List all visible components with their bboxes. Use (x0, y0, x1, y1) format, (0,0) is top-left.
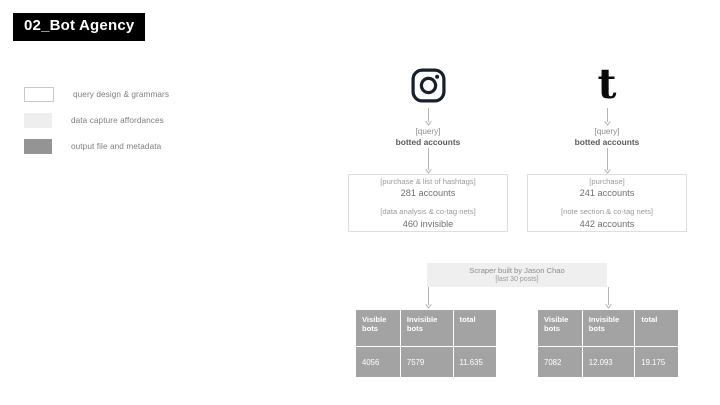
table-header-invisible-bots: Invisible bots (399, 309, 454, 347)
table-row: 4056 7579 11.635 (355, 346, 498, 378)
table-header-visible-bots: Visible bots (355, 309, 401, 347)
scraper-title: Scraper built by Jason Chao (469, 265, 565, 275)
table-header-visible-bots: Visible bots (537, 309, 583, 347)
info-tag: [purchase & list of hashtags] (380, 176, 476, 186)
bot-table-instagram: Visible bots Invisible bots total 4056 7… (355, 309, 498, 378)
tumblr-glyph: t (597, 60, 617, 108)
legend-swatch-query-design (24, 86, 54, 102)
info-value: 442 accounts (579, 218, 635, 229)
info-value: 241 accounts (579, 187, 635, 198)
table-cell-invisible-bots: 7579 (399, 346, 454, 378)
table-header-row: Visible bots Invisible bots total (355, 309, 498, 347)
scraper-band: Scraper built by Jason Chao [last 30 pos… (427, 263, 607, 287)
legend-item: query design & grammars (24, 86, 169, 102)
info-value: 281 accounts (400, 187, 456, 198)
table-header-total: total (634, 309, 679, 347)
arrow-icon (527, 108, 687, 126)
legend-swatch-data-capture (24, 112, 52, 128)
query-tag: [query] (594, 127, 620, 136)
table-cell-visible-bots: 7082 (537, 346, 583, 378)
info-line: [purchase & list of hashtags] 281 accoun… (380, 177, 475, 200)
info-box-instagram: [purchase & list of hashtags] 281 accoun… (348, 174, 508, 233)
table-cell-total: 11.635 (452, 346, 498, 378)
arrow-icon (425, 287, 432, 314)
info-tag: [data analysis & co-tag nets] (380, 207, 476, 217)
legend-item: data capture affordances (24, 112, 169, 128)
query-block: [query] botted accounts (348, 126, 508, 148)
legend-swatch-output-file (24, 138, 52, 154)
info-box-tumblr: [purchase] 241 accounts [note section & … (527, 174, 687, 233)
info-tag: [note section & co-tag nets] (560, 207, 654, 217)
arrow-icon (348, 108, 508, 126)
legend-label: output file and metadata (71, 141, 162, 151)
info-line: [note section & co-tag nets] 442 account… (561, 207, 653, 230)
query-value: botted accounts (395, 137, 461, 148)
table-cell-invisible-bots: 12.093 (581, 346, 636, 378)
legend-label: query design & grammars (73, 89, 170, 99)
table-cell-visible-bots: 4056 (355, 346, 401, 378)
query-value: botted accounts (574, 137, 640, 148)
query-tag: [query] (415, 127, 441, 136)
info-value: 460 invisible (402, 218, 454, 229)
instagram-icon (348, 62, 508, 108)
info-line: [data analysis & co-tag nets] 460 invisi… (380, 207, 475, 230)
legend-item: output file and metadata (24, 138, 169, 154)
legend: query design & grammars data capture aff… (24, 86, 169, 154)
table-header-total: total (452, 309, 498, 347)
table-row: 7082 12.093 19.175 (537, 346, 679, 378)
info-tag: [purchase] (589, 176, 625, 186)
flow-column-instagram: [query] botted accounts [purchase & list… (348, 62, 508, 233)
page-title: 02_Bot Agency (13, 13, 146, 41)
table-header-row: Visible bots Invisible bots total (537, 309, 679, 347)
table-header-invisible-bots: Invisible bots (581, 309, 636, 347)
info-line: [purchase] 241 accounts (580, 177, 635, 200)
table-cell-total: 19.175 (634, 346, 679, 378)
arrow-icon (605, 287, 612, 314)
bot-table-tumblr: Visible bots Invisible bots total 7082 1… (537, 309, 679, 378)
arrow-icon (527, 148, 687, 175)
arrow-icon (348, 148, 508, 175)
query-block: [query] botted accounts (527, 126, 687, 148)
legend-label: data capture affordances (71, 115, 164, 125)
flow-column-tumblr: t [query] botted accounts [purchase] 241… (527, 62, 687, 233)
scraper-subtitle: [last 30 posts] (495, 276, 539, 284)
flow-diagram: [query] botted accounts [purchase & list… (340, 62, 700, 392)
tumblr-icon: t (527, 62, 687, 108)
